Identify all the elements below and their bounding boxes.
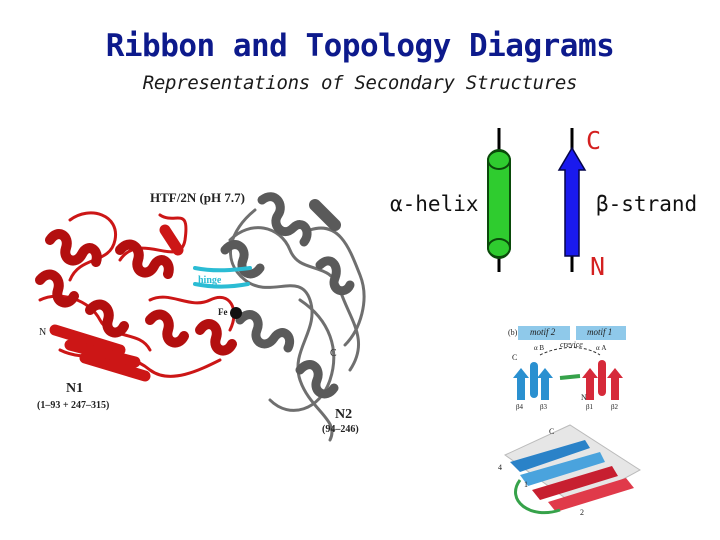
- protein-n-label: N: [39, 327, 47, 338]
- motif1-label: motif 1: [587, 327, 613, 337]
- topology-panel-label: (b): [508, 328, 518, 337]
- slide-subtitle: Representations of Secondary Structures: [142, 72, 578, 94]
- sheet-num-1: 1: [524, 480, 528, 489]
- n-terminus-label: N: [590, 252, 606, 281]
- sheet-c-label: C: [549, 427, 555, 436]
- hinge-label: hinge: [198, 275, 222, 286]
- slide-title: Ribbon and Topology Diagrams: [105, 28, 615, 64]
- n2-label: N2: [335, 407, 353, 422]
- beta1-label: β1: [586, 403, 594, 411]
- alpha-a-label: α A: [596, 344, 607, 352]
- n1-range: (1–93 + 247–315): [37, 400, 110, 411]
- beta2-label: β2: [611, 403, 619, 411]
- crevice-label: crevice: [560, 340, 583, 349]
- strand-label: β-strand: [596, 192, 698, 216]
- alpha-b-label: α B: [534, 344, 545, 352]
- n1-label: N1: [66, 381, 84, 396]
- beta4-label: β4: [516, 403, 524, 411]
- fe-label: Fe: [218, 307, 228, 317]
- c-terminus-label: C: [586, 126, 602, 155]
- topology-c-label: C: [512, 353, 518, 362]
- beta3-label: β3: [540, 403, 548, 411]
- protein-c-label: C: [330, 348, 337, 359]
- sheet-num-4: 4: [498, 463, 502, 472]
- strand-arrow: [557, 146, 587, 257]
- motif2-label: motif 2: [530, 327, 556, 337]
- n2-range: (94–246): [322, 424, 359, 435]
- topology-n-label: N: [581, 393, 587, 402]
- protein-figure-title: HTF/2N (pH 7.7): [150, 190, 245, 205]
- sheet-num-2: 2: [580, 508, 584, 517]
- helix-label: α-helix: [390, 192, 479, 216]
